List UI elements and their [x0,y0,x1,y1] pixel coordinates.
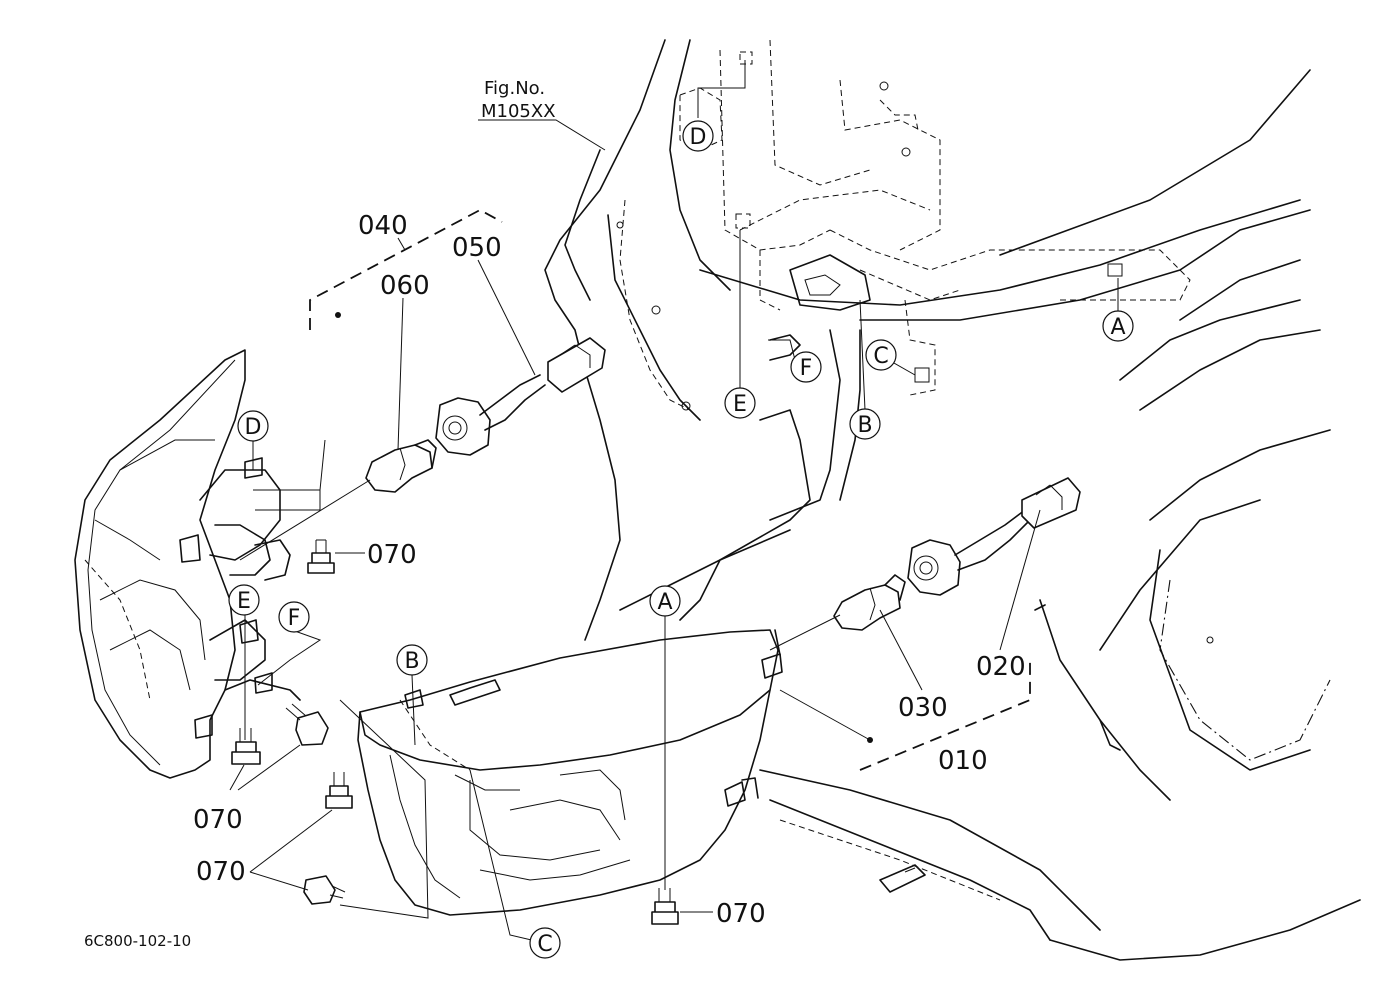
ref-c-bottom: C [529,927,561,959]
part-label-060: 060 [380,271,430,301]
ref-f-left: F [278,601,310,633]
part-label-070-upper: 070 [367,540,417,570]
ref-f-top-label: F [800,356,813,381]
ref-c-top-label: C [873,344,888,369]
part-label-040: 040 [358,211,408,241]
ref-b-top-label: B [857,413,872,438]
ref-d-top: D [682,120,714,152]
right-bulb-set [833,477,1081,631]
fig-no-label: Fig.No. [484,78,545,99]
ref-b-top: B [849,408,881,440]
ref-d-top-label: D [690,125,707,150]
ref-e-left: E [228,584,260,616]
ref-a-center-label: A [657,590,672,615]
part-label-010: 010 [938,746,988,776]
ref-a-center: A [649,585,681,617]
ref-f-top: F [790,351,822,383]
ref-e-top: E [724,387,756,419]
ref-a-top: A [1102,310,1134,342]
left-bulb-set [365,337,606,493]
ref-d-left-label: D [245,415,262,440]
ref-c-top: C [865,339,897,371]
cowl-body [544,39,1361,961]
part-label-020: 020 [976,652,1026,682]
ref-d-left: D [237,410,269,442]
right-headlamp [357,629,783,916]
ref-e-top-label: E [733,392,747,417]
part-labels: Fig.No. M105XX 040 050 060 070 070 070 0… [84,78,1026,950]
left-headlamp [74,349,301,779]
ref-b-center: B [396,644,428,676]
bolt [285,703,329,746]
bolt [651,888,679,925]
part-label-030: 030 [898,693,948,723]
ref-e-left-label: E [237,589,251,614]
bolt [303,875,346,905]
fig-no-value: M105XX [481,101,556,122]
bolt [325,772,353,809]
bolts-070 [231,539,679,925]
bolt [307,539,335,574]
ref-f-left-label: F [288,606,301,631]
part-label-070-right: 070 [716,899,766,929]
part-label-070-lower: 070 [196,857,246,887]
ref-c-bottom-label: C [537,932,552,957]
bolt [231,728,261,765]
reference-markers: D A C F E B D E [228,120,1134,959]
ref-a-top-label: A [1110,315,1125,340]
leader-lines [229,60,1119,943]
part-label-050: 050 [452,233,502,263]
ref-b-center-label: B [404,649,419,674]
part-label-070-left: 070 [193,805,243,835]
drawing-code: 6C800-102-10 [84,932,191,950]
